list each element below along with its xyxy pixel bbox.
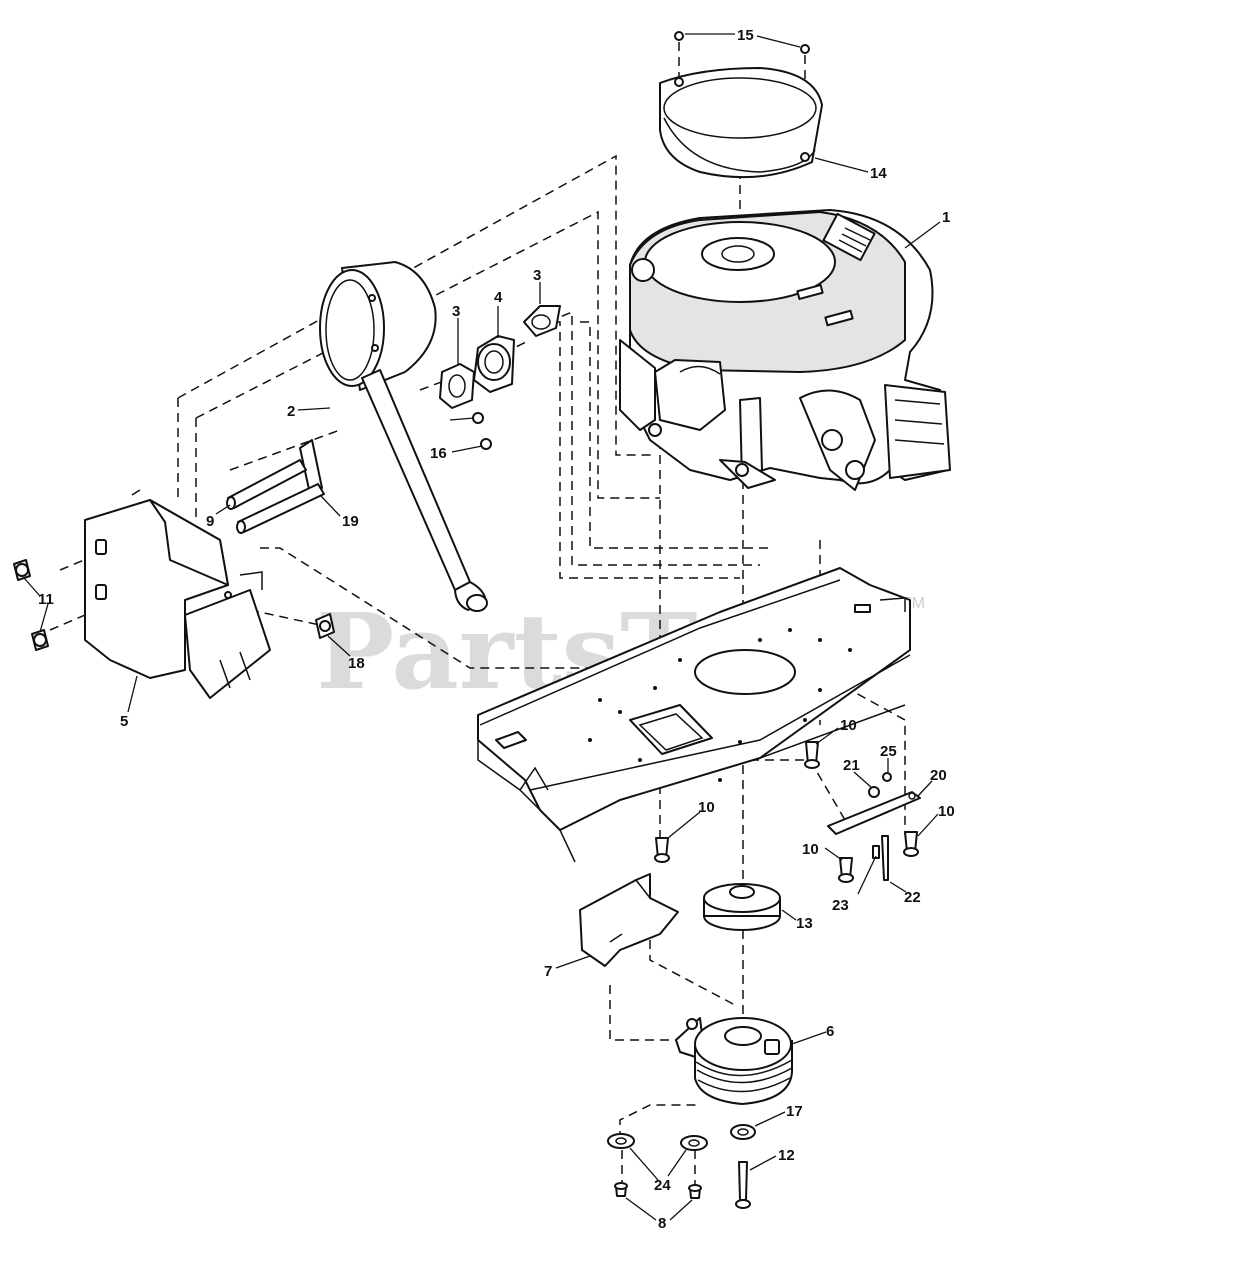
part-14-ring	[659, 67, 823, 179]
part-20-bar	[827, 791, 921, 835]
leader-lines	[23, 33, 941, 1221]
callout-12: 12	[778, 1147, 795, 1164]
part-10-bolts	[654, 741, 919, 883]
callout-10-c: 10	[938, 803, 955, 820]
chassis-deck-plate	[477, 567, 911, 863]
callout-22: 22	[904, 889, 921, 906]
part-16-bolts	[472, 412, 492, 450]
part-23-washer	[872, 845, 880, 859]
callout-24: 24	[654, 1177, 671, 1194]
callout-9: 9	[206, 513, 214, 530]
part-7-bracket	[579, 873, 679, 967]
part-8-bolts	[614, 1182, 702, 1199]
callout-18: 18	[348, 655, 365, 672]
callout-23: 23	[832, 897, 849, 914]
callout-21: 21	[843, 757, 860, 774]
part-18-bolt	[315, 613, 335, 639]
part-4-flange	[473, 335, 515, 393]
callout-10-b: 10	[698, 799, 715, 816]
callout-11: 11	[38, 591, 54, 608]
part-17-washer	[730, 1124, 756, 1140]
part-24-washers	[607, 1133, 708, 1151]
part-13-pulley	[703, 883, 781, 931]
callout-1: 1	[942, 209, 950, 226]
callout-7: 7	[544, 963, 552, 980]
part-6-clutch	[675, 1017, 793, 1105]
part-3-gasket-right	[523, 305, 561, 337]
callout-3-left: 3	[452, 303, 460, 320]
callout-16: 16	[430, 445, 447, 462]
part-3-gasket-left	[439, 363, 475, 409]
part-25-washer	[882, 772, 892, 782]
part-1-engine	[619, 209, 951, 491]
callout-10-a: 10	[840, 717, 857, 734]
callout-17: 17	[786, 1103, 803, 1120]
callout-3-right: 3	[533, 267, 541, 284]
part-22-bolt	[881, 835, 889, 881]
callout-13: 13	[796, 915, 813, 932]
callout-19: 19	[342, 513, 359, 530]
callout-10-d: 10	[802, 841, 819, 858]
callout-5: 5	[120, 713, 128, 730]
callout-15: 15	[737, 27, 754, 44]
part-12-bolt	[735, 1161, 751, 1209]
callout-6: 6	[826, 1023, 834, 1040]
part-21-nut	[868, 786, 880, 798]
part-2-muffler	[319, 261, 488, 612]
callout-14: 14	[870, 165, 887, 182]
part-5-heat-shield	[84, 489, 271, 699]
callout-8: 8	[658, 1215, 666, 1232]
callout-4: 4	[494, 289, 503, 306]
callout-labels: 15 14 1 3 4 3 2 16 19 9 11 18 5 10 25 21…	[38, 27, 955, 1232]
callout-25: 25	[880, 743, 897, 760]
callout-2: 2	[287, 403, 295, 420]
callout-20: 20	[930, 767, 947, 784]
